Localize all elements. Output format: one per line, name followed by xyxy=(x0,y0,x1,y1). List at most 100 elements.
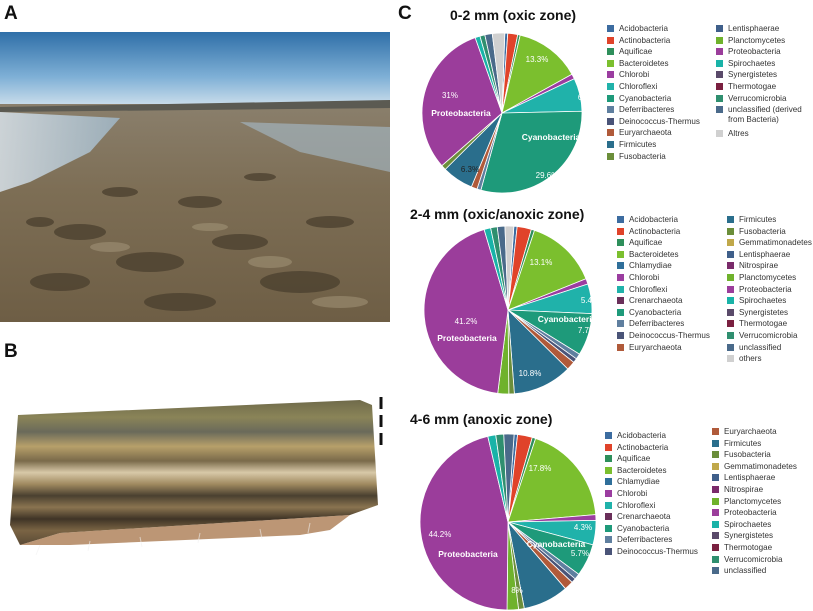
legend-item-actinobacteria: Actinobacteria xyxy=(605,443,698,455)
pie-label: 8% xyxy=(511,586,523,595)
legend-item-verrucomicrobia: Verrucomicrobia xyxy=(727,331,812,343)
legend-label: Synergistetes xyxy=(724,531,774,541)
pie-slice-bacteroidetes xyxy=(507,437,597,523)
legend-label: Planctomycetes xyxy=(724,496,782,506)
legend-label: Cyanobacteria xyxy=(619,93,672,103)
legend-label: Verrucomicrobia xyxy=(728,93,787,103)
legend-swatch xyxy=(607,117,614,125)
legend-swatch xyxy=(727,320,734,328)
legend-item-firmicutes: Firmicutes xyxy=(727,215,812,227)
legend-item-deinococcus-thermus: Deinococcus-Thermus xyxy=(617,331,710,343)
pie-label: 13.3% xyxy=(526,55,549,64)
legend-swatch xyxy=(607,71,614,79)
microbial-mat-core xyxy=(10,397,383,556)
legend-label: Nitrospirae xyxy=(739,261,779,271)
legend-label: unclassified (derived from Bacteria) xyxy=(728,105,802,124)
legend-item-verrucomicrobia: Verrucomicrobia xyxy=(712,555,797,567)
legend-label: Euryarchaeota xyxy=(619,128,672,138)
legend-swatch xyxy=(716,106,723,114)
legend-label: Deferribacteres xyxy=(619,105,675,115)
legend-label: Aquificae xyxy=(617,454,651,464)
legend-swatch xyxy=(716,94,723,102)
legend-label: Lentisphaerae xyxy=(724,473,776,483)
legend-swatch xyxy=(716,25,723,32)
chart-title-2-4mm: 2-4 mm (oxic/anoxic zone) xyxy=(410,206,585,222)
legend-label: Deinococcus-Thermus xyxy=(629,330,710,340)
legend-item-chlorobi: Chlorobi xyxy=(617,273,710,285)
pie-slice-unclassified xyxy=(503,433,515,523)
legend-label: Thermotogae xyxy=(724,542,773,552)
legend-item-cyanobacteria: Cyanobacteria xyxy=(605,524,698,536)
legend-item-deferribacteres: Deferribacteres xyxy=(617,319,710,331)
tidal-flat-photo xyxy=(0,32,390,322)
legend-label: Firmicutes xyxy=(619,139,657,149)
legend-item-euryarchaeota: Euryarchaeota xyxy=(617,343,710,355)
legend-label: Spirochaetes xyxy=(724,519,772,529)
legend-swatch xyxy=(617,320,624,328)
pie-chart-0-2mm: 13.3%6.7%Cyanobacteria29.6%6.3%31%Proteo… xyxy=(421,32,596,194)
legend-label: Synergistetes xyxy=(728,70,778,80)
legend-swatch xyxy=(617,239,624,247)
legend-swatch xyxy=(607,140,614,148)
legend-swatch xyxy=(727,216,734,223)
legend-label: Firmicutes xyxy=(724,438,762,448)
pie-slice-cyanobacteria xyxy=(480,110,583,194)
legend-label: Fusobacteria xyxy=(619,151,666,161)
legend-item-verrucomicrobia: Verrucomicrobia xyxy=(716,94,808,106)
legend-swatch xyxy=(712,532,719,540)
legend-label: Crenarchaeota xyxy=(617,512,671,522)
legend-swatch xyxy=(617,250,624,258)
legend-swatch xyxy=(712,451,719,459)
legend-label: Deferribacteres xyxy=(629,319,685,329)
legend-swatch xyxy=(716,36,723,44)
legend-item-acidobacteria: Acidobacteria xyxy=(605,431,698,443)
legend-item-euryarchaeota: Euryarchaeota xyxy=(712,427,797,439)
legend-item-fusobacteria: Fusobacteria xyxy=(607,152,700,164)
legend-item-lentisphaerae: Lentisphaerae xyxy=(727,250,812,262)
pie-chart-2-4mm: 13.1%5.4%Cyanobacteria7.7%10.8%41.2%Prot… xyxy=(423,225,599,395)
legend-swatch xyxy=(727,250,734,258)
legend-label: Lentisphaerae xyxy=(739,249,791,259)
legend-item-cyanobacteria: Cyanobacteria xyxy=(607,94,700,106)
pie-label: Cyanobacteria xyxy=(527,539,586,549)
legend-label: others xyxy=(739,354,762,364)
legend-item-spirochaetes: Spirochaetes xyxy=(716,59,808,71)
legend-swatch xyxy=(727,297,734,305)
pie-label: 17.8% xyxy=(529,464,552,473)
legend-swatch xyxy=(605,455,612,463)
legend-item-aquificae: Aquificae xyxy=(617,238,710,250)
legend-item-gemmatimonadetes: Gemmatimonadetes xyxy=(727,238,812,250)
pie-label: 7.7% xyxy=(578,326,596,335)
legend-label: Synergistetes xyxy=(739,307,789,317)
legend-swatch xyxy=(617,331,624,339)
legend-swatch xyxy=(712,543,719,551)
legend-swatch xyxy=(607,106,614,114)
legend-swatch xyxy=(605,489,612,497)
legend-item-chlorobi: Chlorobi xyxy=(607,70,700,82)
pie-slice-proteobacteria xyxy=(421,37,503,167)
legend-swatch xyxy=(607,82,614,90)
pie-label: 13.1% xyxy=(530,258,553,267)
pie-label: 6.7% xyxy=(578,93,596,102)
legend-item-thermotogae: Thermotogae xyxy=(712,543,797,555)
legend-swatch xyxy=(716,82,723,90)
legend-label: unclassified xyxy=(739,342,782,352)
legend-swatch xyxy=(712,520,719,528)
pie-label: 5.4% xyxy=(581,296,599,305)
legend-swatch xyxy=(716,130,723,138)
pie-label: Cyanobacteria xyxy=(538,314,597,324)
legend-swatch xyxy=(727,239,734,247)
legend-label: Fusobacteria xyxy=(739,226,786,236)
legend-swatch xyxy=(607,152,614,160)
legend-label: Actinobacteria xyxy=(617,442,669,452)
pie-slice-others xyxy=(504,225,515,311)
legend-item-lentisphaerae: Lentisphaerae xyxy=(716,24,808,36)
legend-swatch xyxy=(607,129,614,137)
legend-item-thermotogae: Thermotogae xyxy=(727,319,812,331)
legend-item-actinobacteria: Actinobacteria xyxy=(617,227,710,239)
legend-swatch xyxy=(607,36,614,44)
